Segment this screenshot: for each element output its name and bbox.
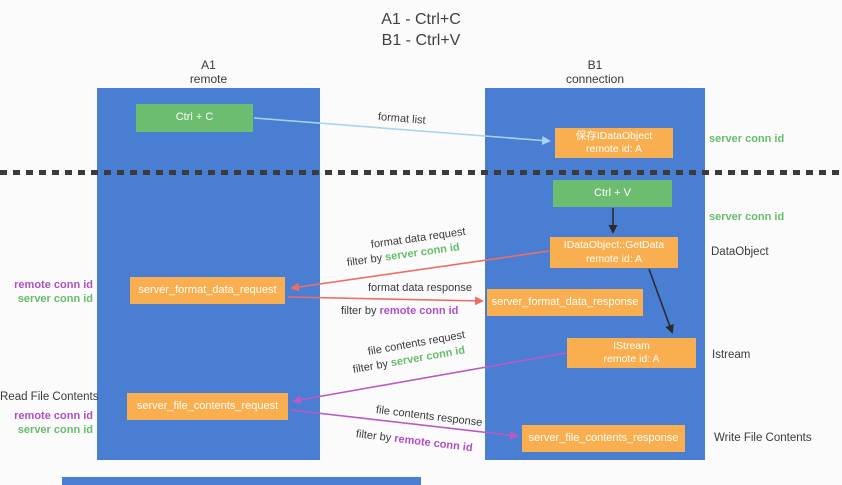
left-read-file-contents-label: Read File Contents xyxy=(0,391,99,403)
save-dataobject-line1: 保存IDataObject xyxy=(575,129,653,142)
file-contents-response-label: file contents response xyxy=(375,404,483,429)
title-line-1: A1 - Ctrl+C xyxy=(381,11,461,28)
right-server-conn-id-2: server conn id xyxy=(709,211,785,223)
right-server-conn-id-1: server conn id xyxy=(709,133,785,145)
column-header-a1: A1 remote xyxy=(97,58,320,86)
diagram-title: A1 - Ctrl+C B1 - Ctrl+V xyxy=(0,9,842,51)
column-b1-name: B1 xyxy=(587,58,603,72)
title-line-2: B1 - Ctrl+V xyxy=(381,32,461,49)
getdata-line1: IDataObject::GetData xyxy=(563,239,665,251)
getdata-box: IDataObject::GetData remote id: A xyxy=(550,237,678,268)
filter-prefix: filter by xyxy=(351,357,389,376)
column-a1-name: A1 xyxy=(201,58,216,72)
format-data-response-label: format data response xyxy=(368,282,472,294)
filter-remote-conn-id: remote conn id xyxy=(393,432,474,455)
save-dataobject-box: 保存IDataObject remote id: A xyxy=(555,128,673,158)
filter-prefix: filter by xyxy=(355,428,392,445)
divider-dotted-line xyxy=(0,170,842,175)
server-file-contents-response-box: server_file_contents_response xyxy=(522,425,685,452)
column-b1-role: connection xyxy=(565,72,625,86)
istream-line1: IStream xyxy=(613,339,650,352)
filter-prefix: filter by xyxy=(341,305,377,317)
filter-remote-conn-id: remote conn id xyxy=(379,305,459,317)
istream-box: IStream remote id: A xyxy=(567,338,696,368)
column-a1-role: remote xyxy=(189,72,228,86)
server-format-data-request-box: server_format_data_request xyxy=(130,277,285,304)
column-header-b1: B1 connection xyxy=(485,58,705,86)
ctrl-v-label: Ctrl + V xyxy=(594,186,631,199)
left-remote-conn-id-1: remote conn id xyxy=(14,279,93,291)
horizontal-scrollbar-thumb[interactable] xyxy=(62,477,421,485)
file-contents-response-filter-label: filter by remote conn id xyxy=(355,428,473,454)
format-list-label: format list xyxy=(377,111,427,127)
left-server-conn-id-2: server conn id xyxy=(17,424,93,436)
left-remote-conn-id-2: remote conn id xyxy=(14,410,93,422)
server-format-data-response-label: server_format_data_response xyxy=(491,295,639,308)
right-dataobject-label: DataObject xyxy=(711,246,769,258)
right-write-file-contents-label: Write File Contents xyxy=(714,432,812,444)
ctrl-c-label: Ctrl + C xyxy=(175,111,214,124)
format-data-response-filter-label: filter by remote conn id xyxy=(341,305,458,317)
server-format-data-response-box: server_format_data_response xyxy=(487,289,643,316)
istream-line2: remote id: A xyxy=(603,353,660,365)
server-file-contents-response-label: server_file_contents_response xyxy=(528,431,679,444)
ctrl-v-box: Ctrl + V xyxy=(553,180,672,207)
save-dataobject-line2: remote id: A xyxy=(585,143,643,155)
server-format-data-request-label: server_format_data_request xyxy=(138,283,277,296)
ctrl-c-box: Ctrl + C xyxy=(136,104,253,132)
server-file-contents-request-label: server_file_contents_request xyxy=(136,399,279,412)
getdata-line2: remote id: A xyxy=(585,252,643,265)
server-file-contents-request-box: server_file_contents_request xyxy=(127,393,288,420)
left-server-conn-id-1: server conn id xyxy=(17,293,93,305)
filter-prefix: filter by xyxy=(346,252,383,269)
right-istream-label: Istream xyxy=(712,349,751,361)
